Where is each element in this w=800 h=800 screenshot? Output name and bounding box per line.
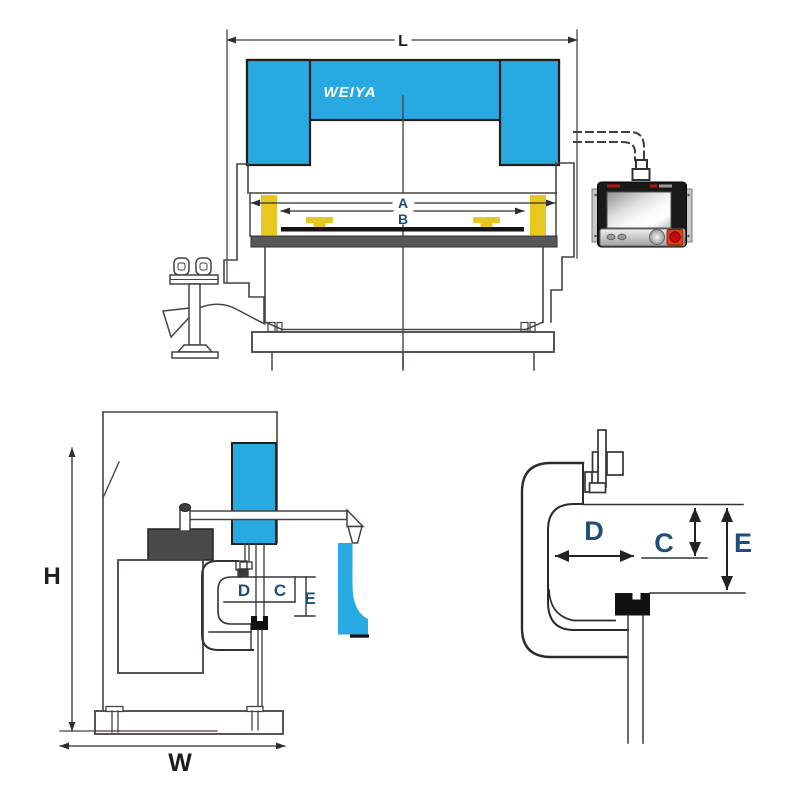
- clamp-left-stem: [313, 223, 326, 229]
- detail-throat-lip: [548, 589, 616, 622]
- dim-label-A: A: [398, 195, 408, 211]
- screw-hole: [594, 193, 597, 197]
- anchor-bolt-cap: [246, 705, 264, 713]
- side-c-frame-outer: [201, 560, 254, 651]
- bracket-plate: [591, 451, 599, 473]
- arm-pivot-post: [179, 508, 191, 532]
- side-c-frame: [201, 560, 254, 651]
- pendant-screen: [606, 191, 672, 229]
- front-view: L WEIYA: [162, 29, 693, 371]
- pendant-connector: [631, 159, 651, 181]
- bed-support-bar: [257, 629, 263, 712]
- ram-guide-block: [235, 560, 248, 571]
- arm-pivot-cap: [179, 503, 191, 512]
- detail-frame-wall: [547, 503, 629, 631]
- pedal-detail: [199, 262, 208, 271]
- electrical-cabinet: [117, 559, 204, 674]
- pendant-base-line: [350, 634, 369, 638]
- brand-mark-right-gray: [659, 184, 672, 188]
- dim-label-C-side: C: [274, 581, 286, 600]
- housing-right-profile: [550, 162, 575, 323]
- pendant-cable-dashed: [573, 131, 645, 161]
- dim-label-B: B: [398, 211, 408, 227]
- detail-top-bracket: [584, 429, 624, 494]
- side-base-plate: [94, 705, 284, 735]
- cnc-control-pendant: [591, 181, 693, 248]
- hydraulic-cylinder: [231, 442, 277, 545]
- machine-base: [251, 331, 555, 371]
- dim-label-E-detail: E: [734, 528, 752, 558]
- dim-label-D-detail: D: [584, 516, 604, 546]
- detail-frame-outer: [520, 461, 629, 659]
- pedal-cable: [198, 303, 266, 325]
- upper-frame-crown: [245, 58, 561, 167]
- dim-label-C-detail: C: [654, 528, 674, 558]
- motor-box: [147, 528, 214, 561]
- side-dce-callout: [223, 576, 316, 617]
- bed-bar-detail: [627, 614, 644, 744]
- brand-mark-left: [607, 184, 620, 188]
- foot-pedal: [162, 257, 266, 359]
- bracket-block: [606, 451, 624, 476]
- screw-hole: [594, 234, 597, 238]
- punch-holder-side: [251, 616, 268, 630]
- detail-reference-lines: [582, 503, 746, 594]
- side-post-right: [530, 195, 546, 235]
- crown-right-column: [498, 58, 561, 167]
- bracket-foot: [588, 482, 607, 494]
- worktable: [250, 235, 558, 248]
- throat-detail-view: D C E: [520, 429, 752, 744]
- brand-mark-right-red: [650, 184, 657, 188]
- pedal-base-slab: [171, 351, 219, 359]
- dim-label-D-side: D: [238, 581, 250, 600]
- pedal-detail: [177, 262, 186, 271]
- bracket-bar: [597, 429, 607, 488]
- dim-label-W: W: [168, 749, 192, 777]
- bracket-tab: [584, 471, 593, 493]
- work-area: A B: [249, 192, 558, 248]
- dimension-L: [226, 29, 578, 283]
- brand-logo: WEIYA: [323, 84, 376, 101]
- clamp-right-stem: [480, 223, 493, 229]
- pendant-key-button: [606, 233, 616, 241]
- dim-label-E-side: E: [304, 589, 315, 608]
- clamp-right-bar: [473, 217, 500, 223]
- side-post-left: [261, 195, 277, 235]
- die-block-detail: [615, 593, 650, 616]
- housing-left-profile: [223, 163, 265, 323]
- pendant-key-button: [617, 233, 627, 241]
- pendant-side-profile: [338, 543, 368, 635]
- punch-holder-notch: [257, 616, 263, 621]
- side-c-frame-throat: [217, 576, 252, 625]
- pendant-dial: [649, 229, 665, 245]
- side-panel-crease: [102, 461, 120, 499]
- pendant-mount-funnel: [347, 525, 363, 544]
- estop-button: [669, 231, 681, 243]
- detail-c-frame: [520, 461, 629, 659]
- punch-clamps: [306, 217, 500, 229]
- crown-left-column: [245, 58, 312, 167]
- machine-housing: [223, 162, 575, 323]
- dim-label-L: L: [398, 33, 408, 50]
- dim-label-H: H: [43, 563, 60, 590]
- support-arm: [186, 510, 348, 521]
- clamp-left-bar: [306, 217, 333, 223]
- arm-end-bracket: [346, 508, 365, 528]
- screw-hole: [687, 193, 690, 197]
- pedal-column: [188, 283, 201, 346]
- lower-cabinet: [263, 246, 545, 333]
- side-view: D C E H W: [43, 411, 369, 777]
- anchor-bolt-cap: [105, 705, 124, 713]
- screw-hole: [687, 234, 690, 238]
- ram-assembly: [237, 543, 265, 617]
- die-bar: [281, 227, 524, 232]
- pedal-base-top: [176, 344, 214, 353]
